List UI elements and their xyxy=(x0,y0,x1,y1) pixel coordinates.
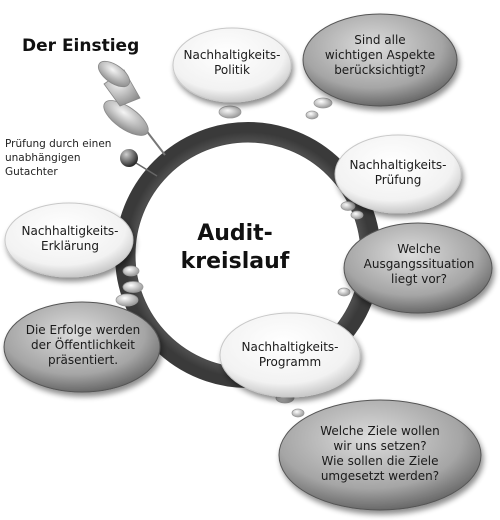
bubble-ausgang xyxy=(343,222,493,314)
pruefung-text: Nachhaltigkeits- Prüfung xyxy=(335,158,461,188)
erfolge-line: Die Erfolge werden xyxy=(25,323,141,337)
aspekte-text: Sind alle wichtigen Aspekte berücksichti… xyxy=(305,33,455,78)
programm-text: Nachhaltigkeits- Programm xyxy=(222,340,358,370)
bubble-politik xyxy=(172,27,292,103)
aspekte-line: Sind alle xyxy=(354,33,406,47)
center-label: Audit- kreislauf xyxy=(180,220,290,275)
ziele-line: umgesetzt werden? xyxy=(320,469,440,483)
ausgang-line: liegt vor? xyxy=(391,272,447,286)
programm-line: Programm xyxy=(258,355,322,369)
pruefung-line: Prüfung xyxy=(374,173,422,187)
erklaerung-line: Erklärung xyxy=(41,239,99,253)
politik-line: Nachhaltigkeits- xyxy=(183,48,281,62)
bubble-pruefung xyxy=(334,134,462,214)
ausgang-line: Welche xyxy=(397,242,441,256)
aspekte-line: wichtigen Aspekte xyxy=(324,48,436,62)
diagram-title: Der Einstieg xyxy=(22,36,140,56)
ziele-line: Welche Ziele wollen xyxy=(320,424,440,438)
bubble-erfolge xyxy=(3,301,161,393)
pin-note: Prüfung durch einen unabhängigen Gutacht… xyxy=(5,137,111,180)
bubble-aspekte xyxy=(302,13,458,107)
erfolge-line: der Öffentlichkeit xyxy=(31,338,135,352)
ziele-line: wir uns setzen? xyxy=(333,439,427,453)
ziele-text: Welche Ziele wollen wir uns setzen? Wie … xyxy=(285,424,475,484)
pushpin-icon xyxy=(97,60,166,156)
politik-line: Politik xyxy=(214,63,250,77)
erklaerung-text: Nachhaltigkeits- Erklärung xyxy=(8,224,132,254)
bubble-erklaerung xyxy=(4,202,134,278)
erfolge-text: Die Erfolge werden der Öffentlichkeit pr… xyxy=(10,323,156,368)
bubble-ziele xyxy=(278,399,482,511)
ausgang-text: Welche Ausgangssituation liegt vor? xyxy=(346,242,492,287)
bubble-programm xyxy=(219,312,361,398)
pruefung-line: Nachhaltigkeits- xyxy=(349,158,447,172)
center-label-line: kreislauf xyxy=(180,248,290,274)
pin-note-line: unabhängigen xyxy=(5,152,81,165)
pin-note-line: Prüfung durch einen xyxy=(5,138,112,150)
center-label-line: Audit- xyxy=(197,221,273,246)
politik-text: Nachhaltigkeits- Politik xyxy=(172,48,292,78)
ausgang-line: Ausgangssituation xyxy=(363,257,475,271)
aspekte-line: berücksichtigt? xyxy=(334,63,426,77)
erfolge-line: präsentiert. xyxy=(47,353,119,367)
ball-pin-icon xyxy=(120,149,158,177)
programm-line: Nachhaltigkeits- xyxy=(241,340,339,354)
pin-note-line: Gutachter xyxy=(5,166,58,179)
ziele-line: Wie sollen die Ziele xyxy=(321,454,439,468)
erklaerung-line: Nachhaltigkeits- xyxy=(21,224,119,238)
